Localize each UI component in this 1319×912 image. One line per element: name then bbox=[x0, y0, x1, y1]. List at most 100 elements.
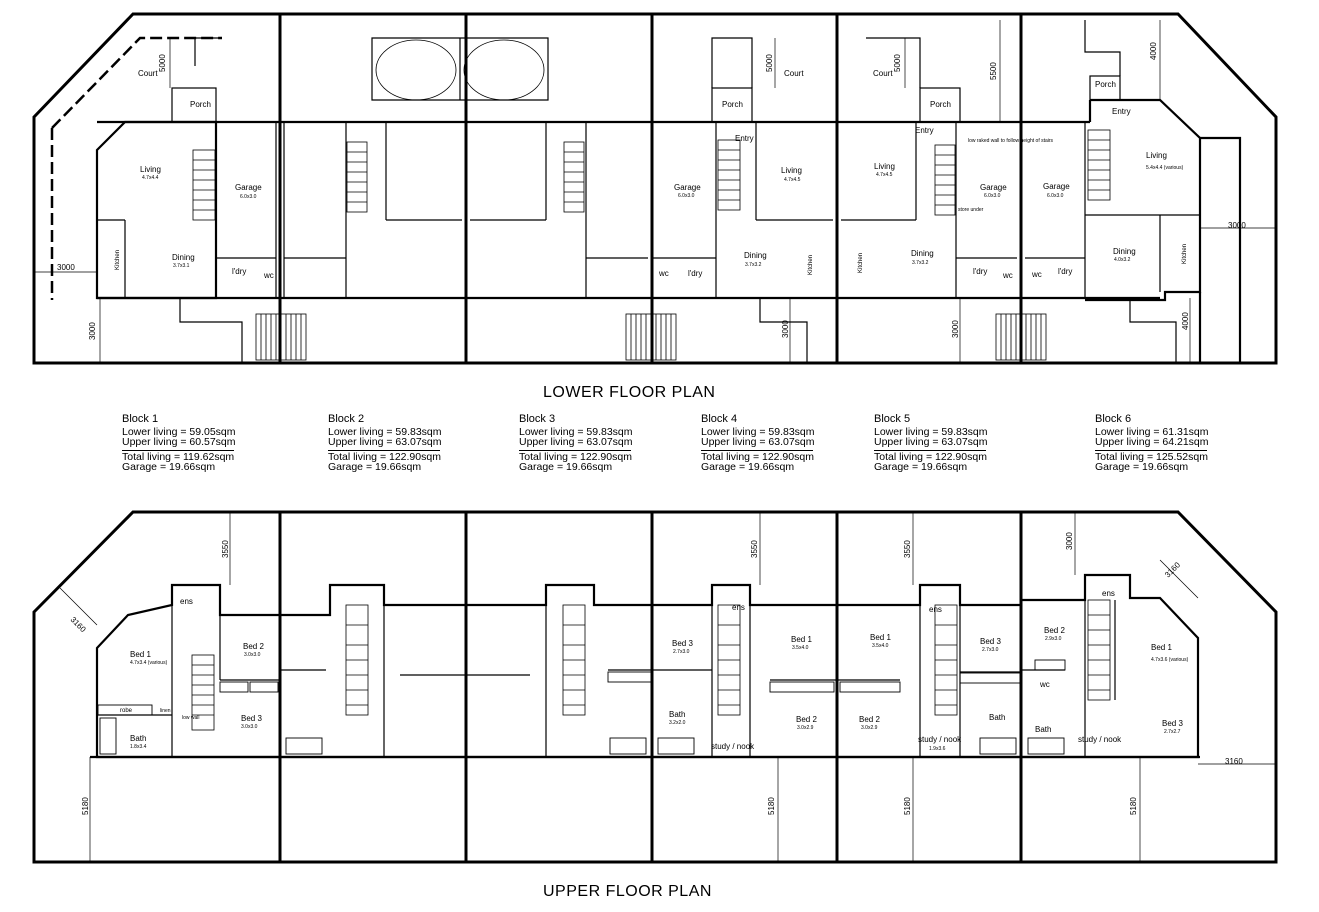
lower-living: Lower living = 59.83sqm bbox=[519, 425, 633, 438]
lower-fence-hatches bbox=[255, 313, 1047, 361]
upper-living: Upper living = 64.21sqm bbox=[1095, 436, 1209, 449]
label-living-1-dim: 4.7x4.4 bbox=[142, 175, 159, 181]
label-porch-1: Porch bbox=[190, 100, 211, 109]
label-u5180-4: 5180 bbox=[767, 797, 776, 815]
label-bath-1-dim: 1.8x3.4 bbox=[130, 744, 147, 750]
block-3-areas: Block 3 Lower living = 59.83sqm Upper li… bbox=[519, 414, 633, 473]
label-bed3-1: Bed 3 bbox=[241, 714, 262, 723]
lower-carport-ovals bbox=[375, 39, 545, 101]
label-dining-6-dim: 4.0x3.2 bbox=[1114, 257, 1131, 263]
lower-building-walls bbox=[95, 98, 1242, 363]
label-d3000-4: 3000 bbox=[781, 320, 790, 338]
garage-area: Garage = 19.66sqm bbox=[1095, 461, 1189, 474]
label-bed1-6-dim: 4.7x3.6 (various) bbox=[1151, 657, 1189, 663]
label-study-6: study / nook bbox=[1078, 735, 1122, 744]
label-d5000-4: 5000 bbox=[765, 54, 774, 72]
block-4-areas: Block 4 Lower living = 59.83sqm Upper li… bbox=[701, 414, 815, 473]
label-wc-6: wc bbox=[1031, 270, 1042, 279]
label-d3000-1: 3000 bbox=[88, 322, 97, 340]
label-bed2-4: Bed 2 bbox=[796, 715, 817, 724]
label-d4000-top: 4000 bbox=[1149, 42, 1158, 60]
label-u3550-1: 3550 bbox=[221, 540, 230, 558]
label-bed1-4-dim: 3.5x4.0 bbox=[792, 645, 809, 651]
upper-living: Upper living = 63.07sqm bbox=[328, 436, 442, 449]
label-entry-4: Entry bbox=[735, 134, 754, 143]
garage-area: Garage = 19.66sqm bbox=[874, 461, 968, 474]
label-study-4: study / nook bbox=[711, 742, 755, 751]
label-living-4: Living bbox=[781, 166, 802, 175]
sum-rule bbox=[1095, 449, 1207, 451]
label-u3550-4: 3550 bbox=[750, 540, 759, 558]
label-living-4-dim: 4.7x4.5 bbox=[784, 177, 801, 183]
label-wc-5: wc bbox=[1002, 271, 1013, 280]
label-wc-4: wc bbox=[658, 269, 669, 278]
label-dining-1-dim: 3.7x3.1 bbox=[173, 263, 190, 269]
label-ens-1: ens bbox=[180, 597, 193, 606]
label-dining-6: Dining bbox=[1113, 247, 1136, 256]
lower-party-walls bbox=[278, 14, 1023, 363]
lower-porches bbox=[171, 20, 1121, 123]
block-name: Block 4 bbox=[701, 413, 738, 425]
total-living: Total living = 122.90sqm bbox=[874, 450, 987, 463]
label-d5500: 5500 bbox=[989, 62, 998, 80]
label-u3000-6: 3000 bbox=[1065, 532, 1074, 550]
garage-area: Garage = 19.66sqm bbox=[519, 461, 613, 474]
label-porch-4: Porch bbox=[722, 100, 743, 109]
label-entry-5: Entry bbox=[915, 126, 934, 135]
label-garage-5: Garage bbox=[980, 183, 1007, 192]
label-u3550-5: 3550 bbox=[903, 540, 912, 558]
block-name: Block 5 bbox=[874, 413, 911, 425]
label-dining-4: Dining bbox=[744, 251, 767, 260]
label-bed3-1-dim: 3.0x3.0 bbox=[241, 724, 258, 730]
upper-robes bbox=[97, 659, 1066, 716]
block-6-areas: Block 6 Lower living = 61.31sqm Upper li… bbox=[1095, 414, 1209, 473]
label-ldry-1: l'dry bbox=[232, 267, 246, 276]
upper-building-walls bbox=[90, 573, 1200, 759]
label-living-6: Living bbox=[1146, 151, 1167, 160]
label-bed3-5: Bed 3 bbox=[980, 637, 1001, 646]
label-living-6-dim: 5.4x4.4 (various) bbox=[1146, 165, 1184, 171]
label-porch-6: Porch bbox=[1095, 80, 1116, 89]
label-ens-4: ens bbox=[732, 603, 745, 612]
block-5-areas: Block 5 Lower living = 59.83sqm Upper li… bbox=[874, 414, 988, 473]
total-living: Total living = 122.90sqm bbox=[519, 450, 632, 463]
label-ens-6: ens bbox=[1102, 589, 1115, 598]
label-bed1-5: Bed 1 bbox=[870, 633, 891, 642]
label-bed3-6-dim: 2.7x2.7 bbox=[1164, 729, 1181, 735]
label-d5000-1: 5000 bbox=[158, 54, 167, 72]
total-living: Total living = 122.90sqm bbox=[328, 450, 441, 463]
sum-rule bbox=[328, 449, 440, 451]
lower-dashed-boundary bbox=[50, 36, 222, 300]
label-garage-5-dim: 6.0x3.0 bbox=[984, 193, 1001, 199]
label-court-5: Court bbox=[873, 69, 893, 78]
upper-internal-walls bbox=[97, 600, 1116, 757]
lower-front-paths bbox=[179, 298, 1177, 363]
block-name: Block 6 bbox=[1095, 413, 1132, 425]
upper-living: Upper living = 63.07sqm bbox=[701, 436, 815, 449]
label-u3160-left: 3160 bbox=[69, 615, 88, 634]
label-bed2-6-dim: 2.9x3.0 bbox=[1045, 636, 1062, 642]
lower-floor-plan-title: LOWER FLOOR PLAN bbox=[543, 384, 716, 401]
label-living-1: Living bbox=[140, 165, 161, 174]
garage-area: Garage = 19.66sqm bbox=[122, 461, 216, 474]
label-study-5: study / nook bbox=[918, 735, 962, 744]
label-dining-1: Dining bbox=[172, 253, 195, 262]
label-bed1-1: Bed 1 bbox=[130, 650, 151, 659]
label-garage-4-dim: 6.0x3.0 bbox=[678, 193, 695, 199]
label-bath-1: Bath bbox=[130, 734, 146, 743]
label-bed2-6: Bed 2 bbox=[1044, 626, 1065, 635]
label-porch-5: Porch bbox=[930, 100, 951, 109]
lower-stairs bbox=[192, 129, 1111, 221]
lower-dimension-lines bbox=[34, 20, 1276, 363]
label-u3160-right: 3160 bbox=[1163, 560, 1182, 579]
label-garage-6-dim: 6.0x3.0 bbox=[1047, 193, 1064, 199]
block-name: Block 3 bbox=[519, 413, 556, 425]
label-note-5: low raked wall to follow height of stair… bbox=[968, 138, 1054, 144]
label-bed3-4: Bed 3 bbox=[672, 639, 693, 648]
label-ldry-6: l'dry bbox=[1058, 267, 1072, 276]
label-kitchen-6: Kitchen bbox=[1182, 244, 1188, 264]
sum-rule bbox=[874, 449, 986, 451]
block-1-areas: Block 1 Lower living = 59.05sqm Upper li… bbox=[122, 414, 236, 473]
label-wc-u6: wc bbox=[1039, 680, 1050, 689]
